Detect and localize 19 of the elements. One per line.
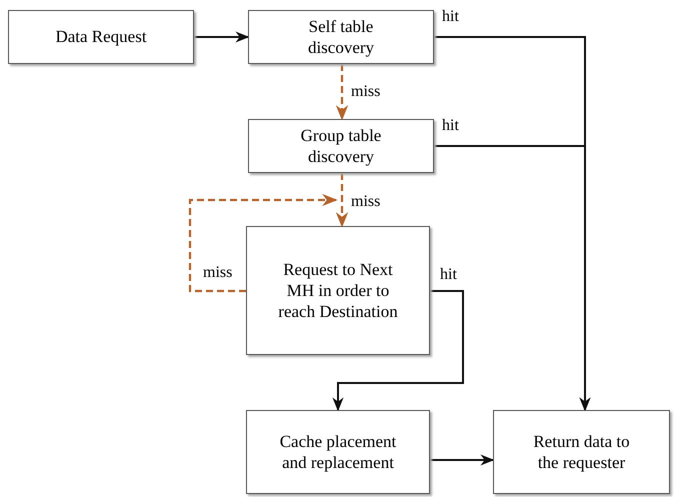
node-text: Request to Next MH in order to reach Destination xyxy=(277,258,399,322)
arrow xyxy=(194,31,250,43)
arrow xyxy=(336,173,348,228)
process-box xyxy=(246,410,430,494)
process-box xyxy=(493,410,670,494)
process-box xyxy=(8,10,194,64)
node-text: Self table discovery xyxy=(306,16,376,58)
arrow xyxy=(332,290,464,412)
node-text: Data Request xyxy=(55,26,147,48)
process-box xyxy=(246,226,430,355)
arrow xyxy=(434,145,591,412)
process-box xyxy=(248,10,434,64)
arrow xyxy=(336,64,348,121)
node-text: Return data to the requester xyxy=(532,430,631,474)
node-text: Group table discovery xyxy=(300,124,382,168)
process-box xyxy=(248,119,434,173)
arrow xyxy=(188,194,338,292)
node-text: Cache placement and replacement xyxy=(278,430,398,474)
arrow xyxy=(430,454,494,466)
